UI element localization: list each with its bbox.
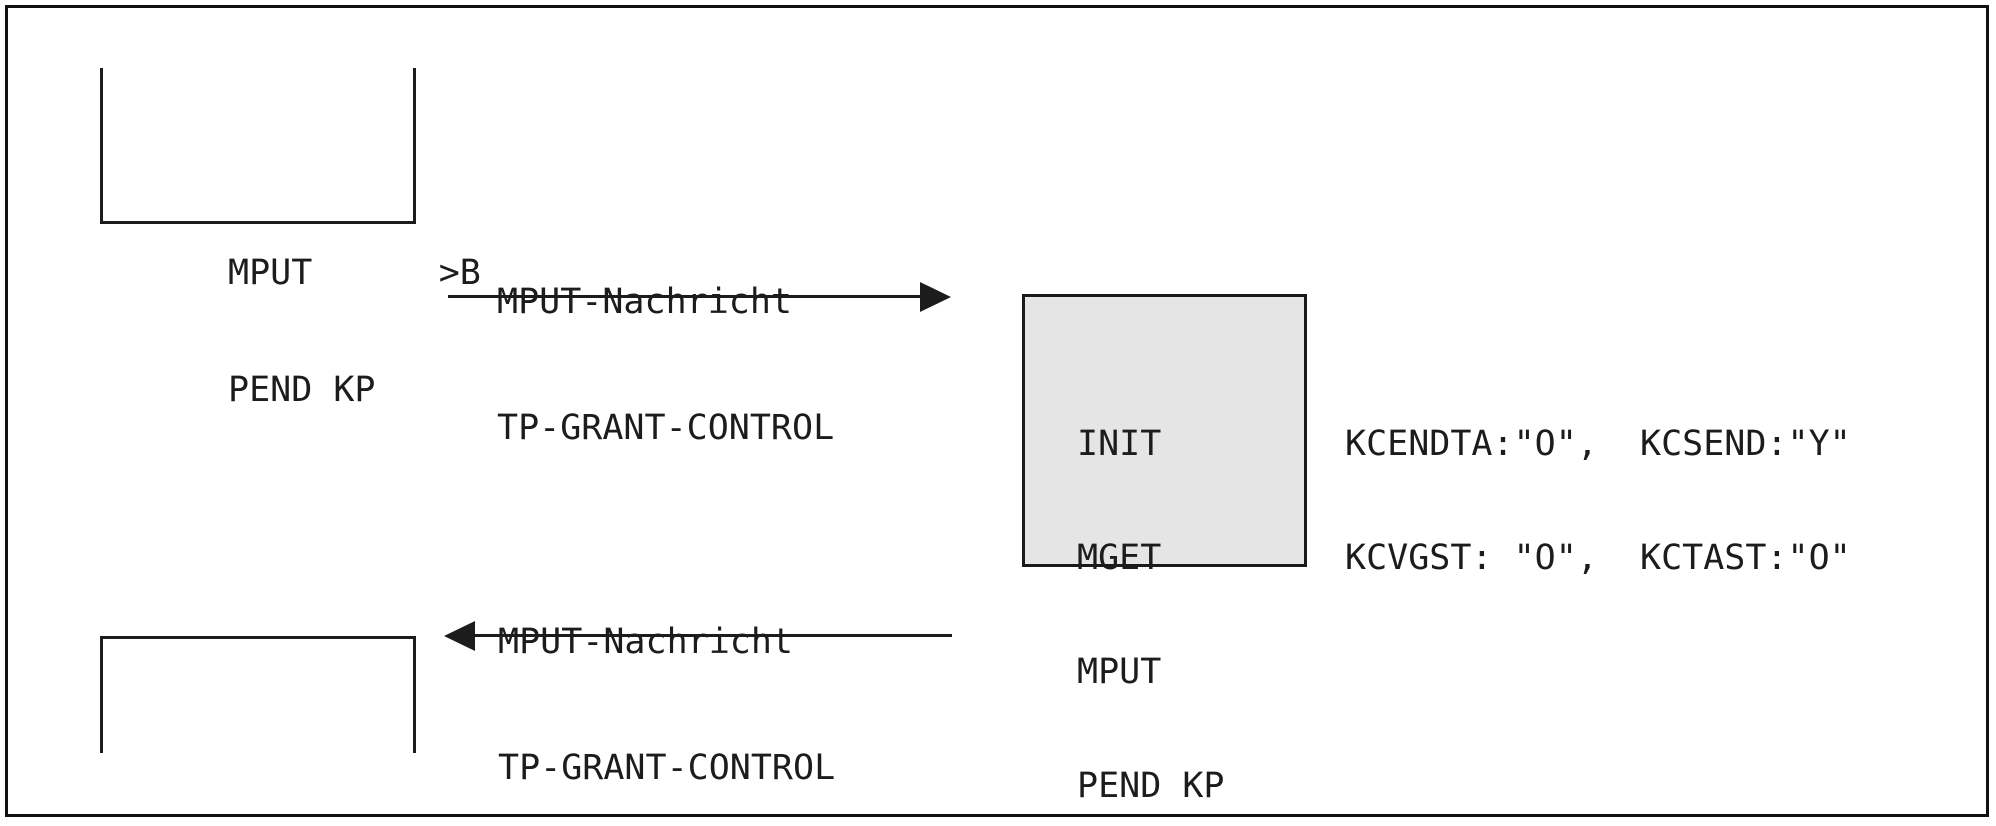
kc-field-values-line2: KCVGST: "O", KCTAST:"O" <box>1345 538 1851 578</box>
request-arrow-label-line1: MPUT-Nachricht <box>497 282 793 322</box>
response-arrow-line <box>473 634 952 637</box>
kc-field-values: KCENDTA:"O", KCSEND:"Y" KCVGST: "O", KCT… <box>1345 349 1851 653</box>
response-arrow-label-line1: MPUT-Nachricht <box>498 622 794 662</box>
diagram-frame <box>5 5 1989 817</box>
left-arrowhead-icon <box>444 621 475 651</box>
request-arrow-label-line2: TP-GRANT-CONTROL <box>497 408 835 448</box>
upper-box-line-mput: MPUT >B <box>228 253 481 293</box>
response-arrow-label: MPUT-Nachricht TP-GRANT-CONTROL <box>498 537 835 826</box>
lower-program-box <box>100 636 416 753</box>
kc-field-values-line1: KCENDTA:"O", KCSEND:"Y" <box>1345 424 1851 464</box>
request-arrow-line <box>448 295 922 298</box>
response-arrow-label-line2: TP-GRANT-CONTROL <box>498 748 836 788</box>
process-box-line-init: INIT <box>1077 424 1162 464</box>
upper-box-line-pend: PEND KP <box>228 370 376 410</box>
process-box-text: INIT MGET MPUT PEND KP <box>1077 349 1225 826</box>
process-box-line-pend: PEND KP <box>1077 766 1225 806</box>
upper-program-box-text: MPUT >B PEND KP <box>228 176 481 488</box>
process-box: INIT MGET MPUT PEND KP <box>1022 294 1307 805</box>
process-box-line-mget: MGET <box>1077 538 1162 578</box>
request-arrow-label: MPUT-Nachricht TP-GRANT-CONTROL <box>497 197 834 533</box>
right-arrowhead-icon <box>920 282 951 312</box>
upper-program-box: MPUT >B PEND KP <box>100 68 481 410</box>
process-box-line-mput: MPUT <box>1077 652 1162 692</box>
